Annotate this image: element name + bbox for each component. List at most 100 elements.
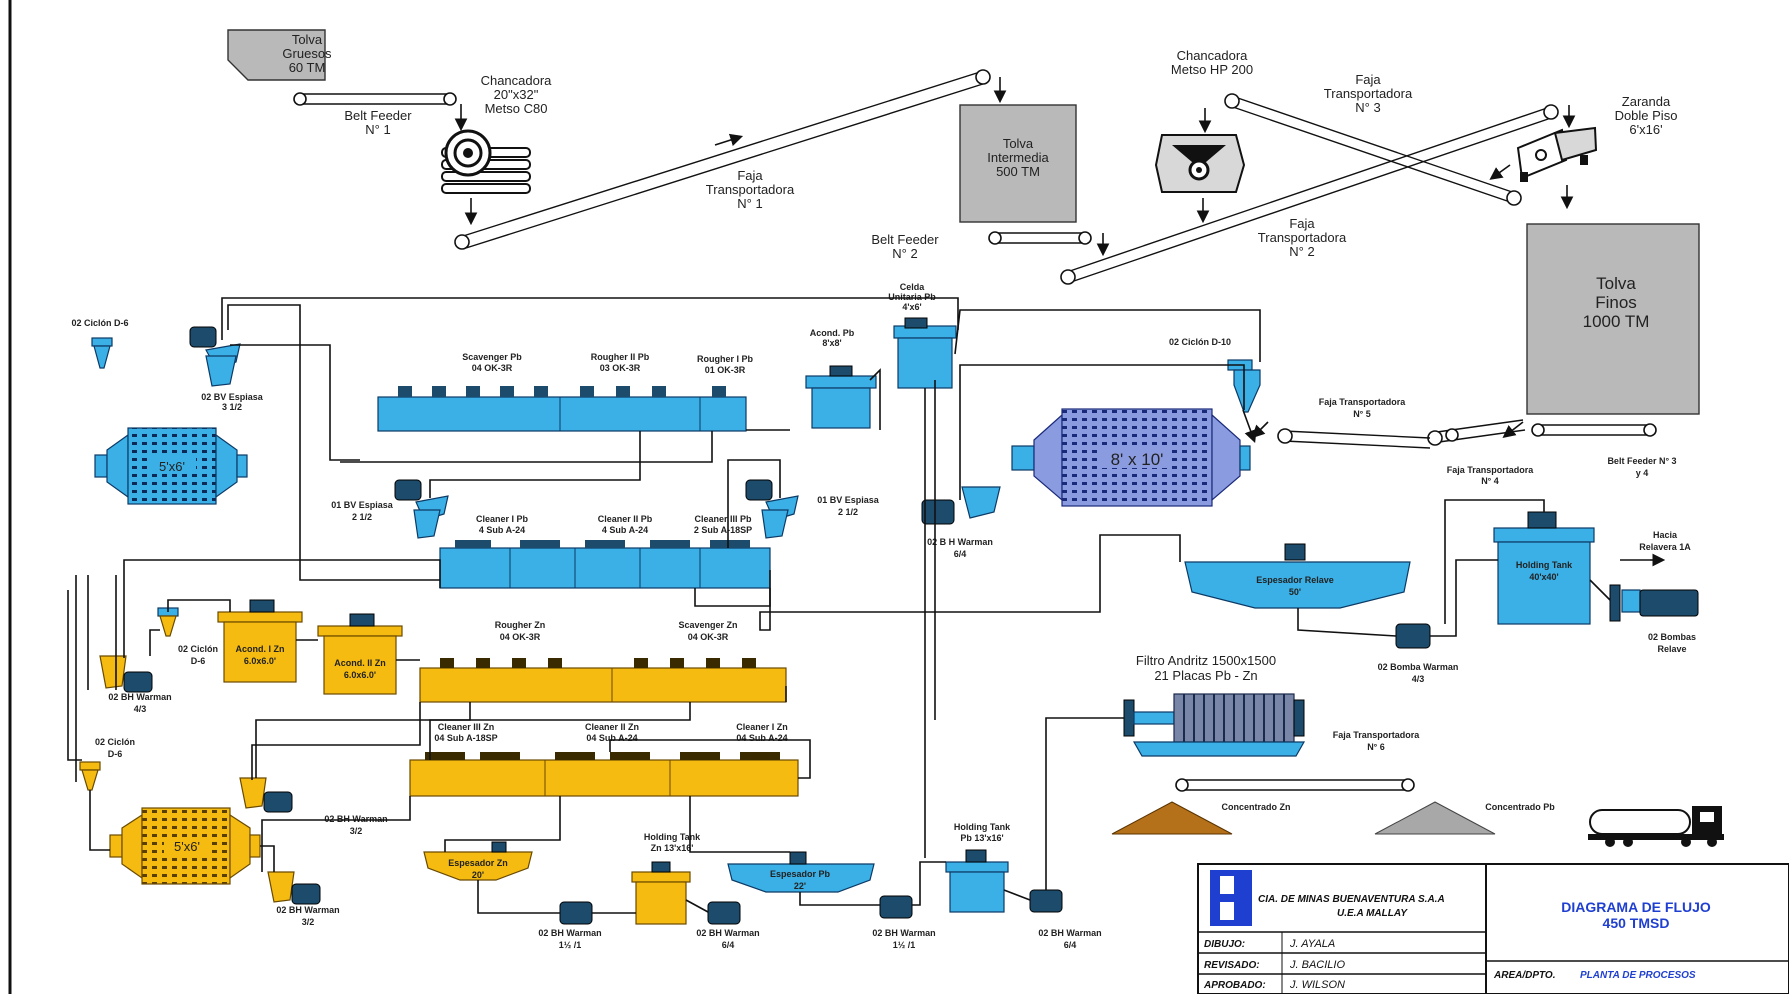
concentrado-pb-pile: Concentrado Pb — [1374, 801, 1555, 835]
holding-tank-pb-label-1: Holding Tank — [954, 822, 1011, 832]
tolva-finos: Tolva Finos 1000 TM — [1526, 223, 1700, 415]
banco-cleaner-zn: Cleaner III Zn 04 Sub A-18SP Cleaner II … — [409, 722, 799, 797]
rougher1-pb-label-2: 01 OK-3R — [705, 365, 746, 375]
chancadora-2-label-2: Metso HP 200 — [1171, 62, 1253, 77]
belt-feeder-1-label-2: N° 1 — [365, 122, 390, 137]
bv-espiasa-top-label-2: 3 1/2 — [222, 402, 242, 412]
drawing-title-1: DIAGRAMA DE FLUJO — [1561, 899, 1711, 915]
bomba-bh-warman-6-4-a: 02 BH Warman 6/4 — [696, 901, 760, 950]
banco-rougher-scavenger-zn: Rougher Zn 04 OK-3R Scavenger Zn 04 OK-3… — [419, 620, 787, 703]
revisado-label: REVISADO: — [1204, 960, 1260, 971]
tolva-finos-label-1: Tolva — [1596, 274, 1636, 293]
acond-pb-label-1: Acond. Pb — [810, 328, 855, 338]
flow-arrow — [1251, 421, 1269, 439]
faja-transportadora-3: Faja Transportadora N° 3 — [1224, 72, 1522, 206]
espesador-zn: Espesador Zn 20' — [423, 841, 533, 881]
bh-warman-1151-label-1: 02 BH Warman — [538, 928, 601, 938]
mill-5x6-top-label: 5'x6' — [159, 459, 185, 474]
tolva-intermedia-label-2: Intermedia — [987, 150, 1049, 165]
espesador-relave-label-1: Espesador Relave — [1256, 575, 1334, 585]
zaranda-label-1: Zaranda — [1622, 94, 1671, 109]
rougher-zn-label-2: 04 OK-3R — [500, 632, 541, 642]
scavenger-zn-label-1: Scavenger Zn — [678, 620, 737, 630]
bh-warman-66-label-2: 6/4 — [954, 549, 967, 559]
bh-warman-1151-label-2: 1½ /1 — [559, 940, 582, 950]
acondicionador-1-zn: Acond. I Zn 6.0x6.0' — [217, 599, 303, 683]
company-name: CIA. DE MINAS BUENAVENTURA S.A.A — [1258, 894, 1445, 905]
tolva-intermedia: Tolva Intermedia 500 TM — [959, 104, 1077, 223]
acond1-zn-label-2: 6.0x6.0' — [244, 656, 276, 666]
cleaner1-pb-label-1: Cleaner I Pb — [476, 514, 529, 524]
bombas-relave-label-2: Relave — [1657, 644, 1686, 654]
piping — [67, 297, 1611, 914]
belt-feeder-34-label-2: y 4 — [1636, 468, 1649, 478]
cleaner2-pb-label-2: 4 Sub A-24 — [602, 525, 648, 535]
holding-tank-big-label-1: Holding Tank — [1516, 560, 1573, 570]
drawing-title-2: 450 TMSD — [1603, 915, 1670, 931]
holding-tank-relave: Holding Tank 40'x40' — [1493, 511, 1595, 625]
faja-transportadora-4: Faja Transportadora N° 4 — [1427, 419, 1534, 486]
faja-1-label-1: Faja — [737, 168, 763, 183]
ciclon-d6-zn: 02 Ciclón D-6 — [157, 607, 218, 666]
concentrado-zn-pile: Concentrado Zn — [1111, 801, 1291, 835]
holding-tank-pb-label-2: Pb 13'x16' — [960, 833, 1003, 843]
hacia-relavera-label-2: Relavera 1A — [1639, 542, 1691, 552]
cleaner2-zn-label-1: Cleaner II Zn — [585, 722, 639, 732]
celda-unitaria-label-3: 4'x6' — [902, 302, 921, 312]
molino-5x6-bottom: 5'x6' — [109, 807, 261, 885]
bv-espiasa-right-label-1: 01 BV Espiasa — [817, 495, 880, 505]
ciclon-d6-bottom-label-2: D-6 — [108, 749, 123, 759]
tolva-intermedia-label-3: 500 TM — [996, 164, 1040, 179]
ciclon-d6-zn-label-2: D-6 — [191, 656, 206, 666]
tolva-gruesos-label-3: 60 TM — [289, 60, 326, 75]
belt-feeder-2-label-1: Belt Feeder — [871, 232, 939, 247]
rougher-zn-label-1: Rougher Zn — [495, 620, 546, 630]
acond1-zn-label-1: Acond. I Zn — [236, 644, 285, 654]
holding-tank-big-label-2: 40'x40' — [1529, 572, 1558, 582]
chancadora-2: Chancadora Metso HP 200 — [1154, 48, 1253, 193]
dibujo-label: DIBUJO: — [1204, 939, 1245, 950]
scavenger-zn-label-2: 04 OK-3R — [688, 632, 729, 642]
mill-5x6-bottom-label: 5'x6' — [174, 839, 200, 854]
bomba-warman-43-label-1: 02 Bomba Warman — [1378, 662, 1459, 672]
bomba-bh-warman-1-5-1: 02 BH Warman 1½ /1 — [538, 901, 602, 950]
cleaner3-zn-label-1: Cleaner III Zn — [438, 722, 495, 732]
acond2-zn-label-1: Acond. II Zn — [334, 658, 386, 668]
espesador-zn-label-1: Espesador Zn — [448, 858, 508, 868]
holding-tank-zn-label-1: Holding Tank — [644, 832, 701, 842]
zaranda-label-2: Doble Piso — [1615, 108, 1678, 123]
scavenger-pb-label-2: 04 OK-3R — [472, 363, 513, 373]
belt-feeder-34-label-1: Belt Feeder N° 3 — [1607, 456, 1676, 466]
faja-1-label-2: Transportadora — [706, 182, 795, 197]
bv-espiasa-right-label-2: 2 1/2 — [838, 507, 858, 517]
dibujo-value: J. AYALA — [1289, 938, 1335, 950]
bv-espiasa-left-label-2: 2 1/2 — [352, 512, 372, 522]
belt-feeder-1: Belt Feeder N° 1 — [293, 92, 457, 137]
espesador-pb-label-2: 22' — [794, 881, 806, 891]
bv-espiasa-left-label-1: 01 BV Espiasa — [331, 500, 394, 510]
bh-warman-32a-label-2: 3/2 — [350, 826, 363, 836]
acondicionador-2-zn: Acond. II Zn 6.0x6.0' — [317, 613, 403, 695]
bh-warman-64a-label-1: 02 BH Warman — [696, 928, 759, 938]
faja-4-label-2: N° 4 — [1481, 476, 1499, 486]
bh-warman-66-label-1: 02 B H Warman — [927, 537, 993, 547]
filtro-label-1: Filtro Andritz 1500x1500 — [1136, 653, 1276, 668]
filtro-andritz: Filtro Andritz 1500x1500 21 Placas Pb - … — [1123, 653, 1306, 757]
scavenger-pb-label-1: Scavenger Pb — [462, 352, 522, 362]
flow-arrow — [1242, 409, 1257, 444]
belt-feeder-2-label-2: N° 2 — [892, 246, 917, 261]
cleaner2-zn-label-2: 04 Sub A-24 — [586, 733, 637, 743]
tolva-finos-label-3: 1000 TM — [1583, 312, 1650, 331]
rougher2-pb-label-1: Rougher II Pb — [591, 352, 650, 362]
faja-3-label-2: Transportadora — [1324, 86, 1413, 101]
cleaner1-pb-label-2: 4 Sub A-24 — [479, 525, 525, 535]
faja-transportadora-5: Faja Transportadora N° 5 — [1277, 397, 1431, 449]
aprobado-value: J. WILSON — [1289, 979, 1345, 991]
bh-warman-32b-label-2: 3/2 — [302, 917, 315, 927]
chancadora-1-label-2: 20"x32" — [494, 87, 539, 102]
bh-warman-43-label-1: 02 BH Warman — [108, 692, 171, 702]
bomba-bh-warman-3-2-b: 02 BH Warman 3/2 — [267, 871, 340, 927]
zaranda-doble-piso: Zaranda Doble Piso 6'x16' — [1516, 94, 1678, 182]
celda-unitaria-label-2: Unitaria Pb — [888, 292, 936, 302]
belt-feeder-2: Belt Feeder N° 2 — [871, 231, 1092, 261]
